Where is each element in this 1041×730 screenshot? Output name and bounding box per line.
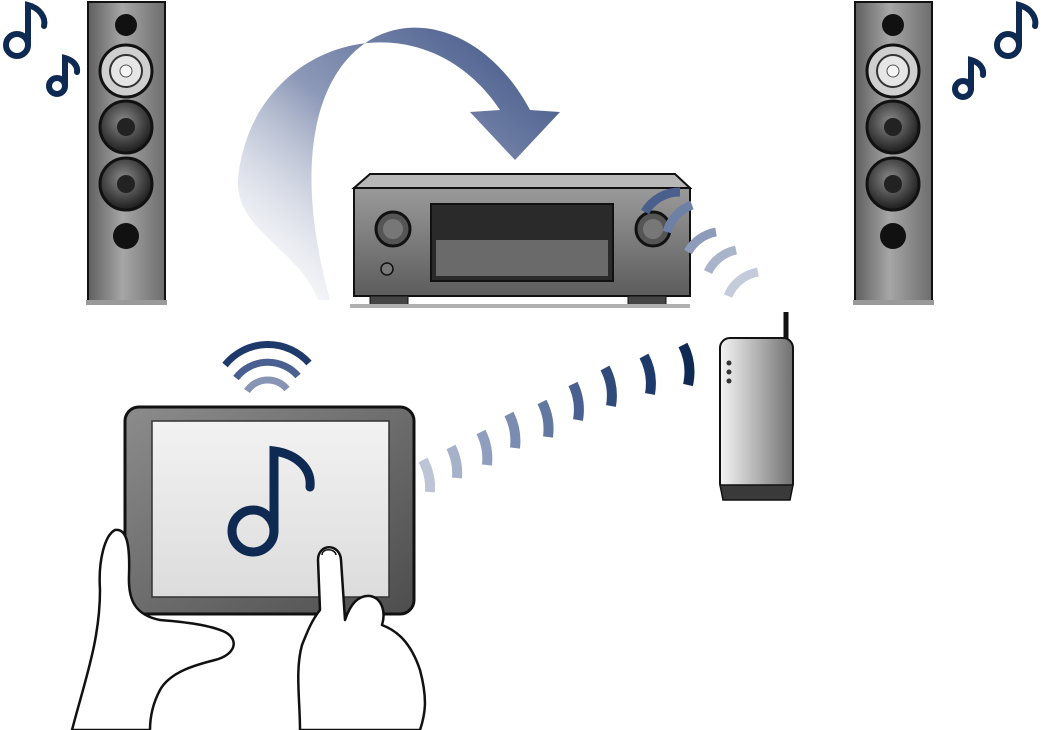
speaker-right	[853, 1, 934, 305]
av-receiver	[350, 173, 693, 308]
wireless-router-icon	[719, 312, 794, 501]
wifi-signal-icon	[222, 341, 312, 394]
hands	[70, 528, 427, 730]
music-note-icon	[952, 1, 1039, 100]
music-note-icon	[3, 1, 81, 97]
tablet-icon	[123, 405, 416, 616]
speaker-left	[86, 1, 167, 305]
wifi-signal-icon	[641, 187, 760, 298]
music-note-icon	[227, 445, 315, 557]
curved-arrow-icon	[237, 27, 560, 301]
wifi-signal-icon	[418, 342, 695, 493]
